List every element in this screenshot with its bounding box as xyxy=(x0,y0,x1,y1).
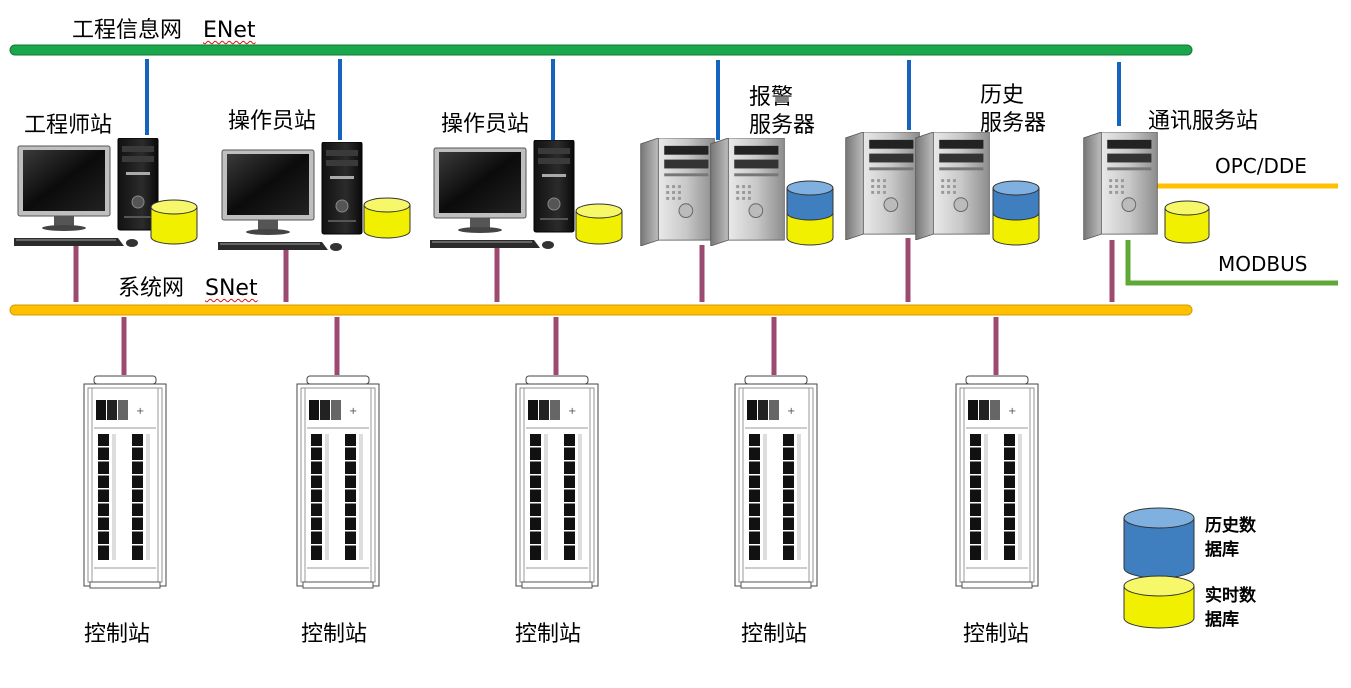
snet-label: 系统网 SNet xyxy=(118,270,258,302)
snet-drops-upper xyxy=(73,238,1115,302)
history-server-2-icon xyxy=(915,132,990,240)
alarm-server-1-icon xyxy=(640,138,715,246)
legend-realtime-db-label: 实时数 据库 xyxy=(1205,584,1256,632)
operator-workstation-1-icon xyxy=(218,142,363,252)
control-station-5-label: 控制站 xyxy=(963,622,1030,647)
control-station-1-icon xyxy=(83,375,167,589)
control-station-4-icon xyxy=(734,375,818,589)
alarm-server-label-line1: 报警 xyxy=(749,85,794,110)
snet-drops-lower xyxy=(121,317,999,375)
snet-label-cn: 系统网 xyxy=(118,276,185,301)
control-station-2-label: 控制站 xyxy=(301,622,368,647)
enet-label: 工程信息网 ENet xyxy=(72,12,256,44)
comm-station-label: 通讯服务站 xyxy=(1148,109,1259,134)
alarm-server-label: 报警 服务器 xyxy=(749,84,815,140)
legend-history-db-icon xyxy=(1123,507,1195,579)
history-server-label-line1: 历史 xyxy=(980,83,1025,108)
alarm-server-label-line2: 服务器 xyxy=(749,113,816,138)
operator-station-2-label: 操作员站 xyxy=(441,112,530,137)
control-station-1-label: 控制站 xyxy=(84,622,151,647)
realtime-db-icon-operator2 xyxy=(575,203,623,245)
snet-label-en: SNet xyxy=(205,276,258,301)
operator-station-1-label: 操作员站 xyxy=(228,109,317,134)
legend-realtime-db-label-line1: 实时数 xyxy=(1205,586,1256,606)
enet-label-cn: 工程信息网 xyxy=(72,18,183,43)
history-server-1-icon xyxy=(845,132,920,240)
control-station-4-label: 控制站 xyxy=(741,622,808,647)
modbus-label: MODBUS xyxy=(1218,252,1308,276)
comm-server-icon xyxy=(1083,132,1158,240)
engineer-workstation-icon xyxy=(14,138,159,248)
opc-dde-label: OPC/DDE xyxy=(1215,154,1307,178)
legend-history-db-label-line1: 历史数 xyxy=(1205,516,1256,536)
enet-drops xyxy=(145,59,1121,140)
operator-workstation-2-icon xyxy=(430,140,575,250)
stacked-db-icon-alarm xyxy=(786,180,834,246)
history-server-label-line2: 服务器 xyxy=(980,111,1047,136)
enet-bus xyxy=(9,44,1193,56)
realtime-db-icon-operator1 xyxy=(363,197,411,239)
control-station-3-label: 控制站 xyxy=(515,622,582,647)
history-server-label: 历史 服务器 xyxy=(980,82,1046,138)
legend-history-db-label-line2: 据库 xyxy=(1205,540,1239,560)
control-station-2-icon xyxy=(296,375,380,589)
snet-bus xyxy=(9,304,1193,316)
control-station-5-icon xyxy=(955,375,1039,589)
control-station-3-icon xyxy=(515,375,599,589)
enet-label-en: ENet xyxy=(203,18,256,43)
engineer-station-label: 工程师站 xyxy=(24,113,113,138)
legend-history-db-label: 历史数 据库 xyxy=(1205,514,1256,562)
modbus-line xyxy=(1125,240,1338,286)
realtime-db-icon-comm xyxy=(1164,200,1210,244)
legend-realtime-db-icon xyxy=(1123,575,1195,629)
realtime-db-icon-engineer xyxy=(150,199,198,245)
alarm-server-2-icon xyxy=(710,138,785,246)
stacked-db-icon-history xyxy=(992,180,1040,246)
legend-realtime-db-label-line2: 据库 xyxy=(1205,610,1239,630)
